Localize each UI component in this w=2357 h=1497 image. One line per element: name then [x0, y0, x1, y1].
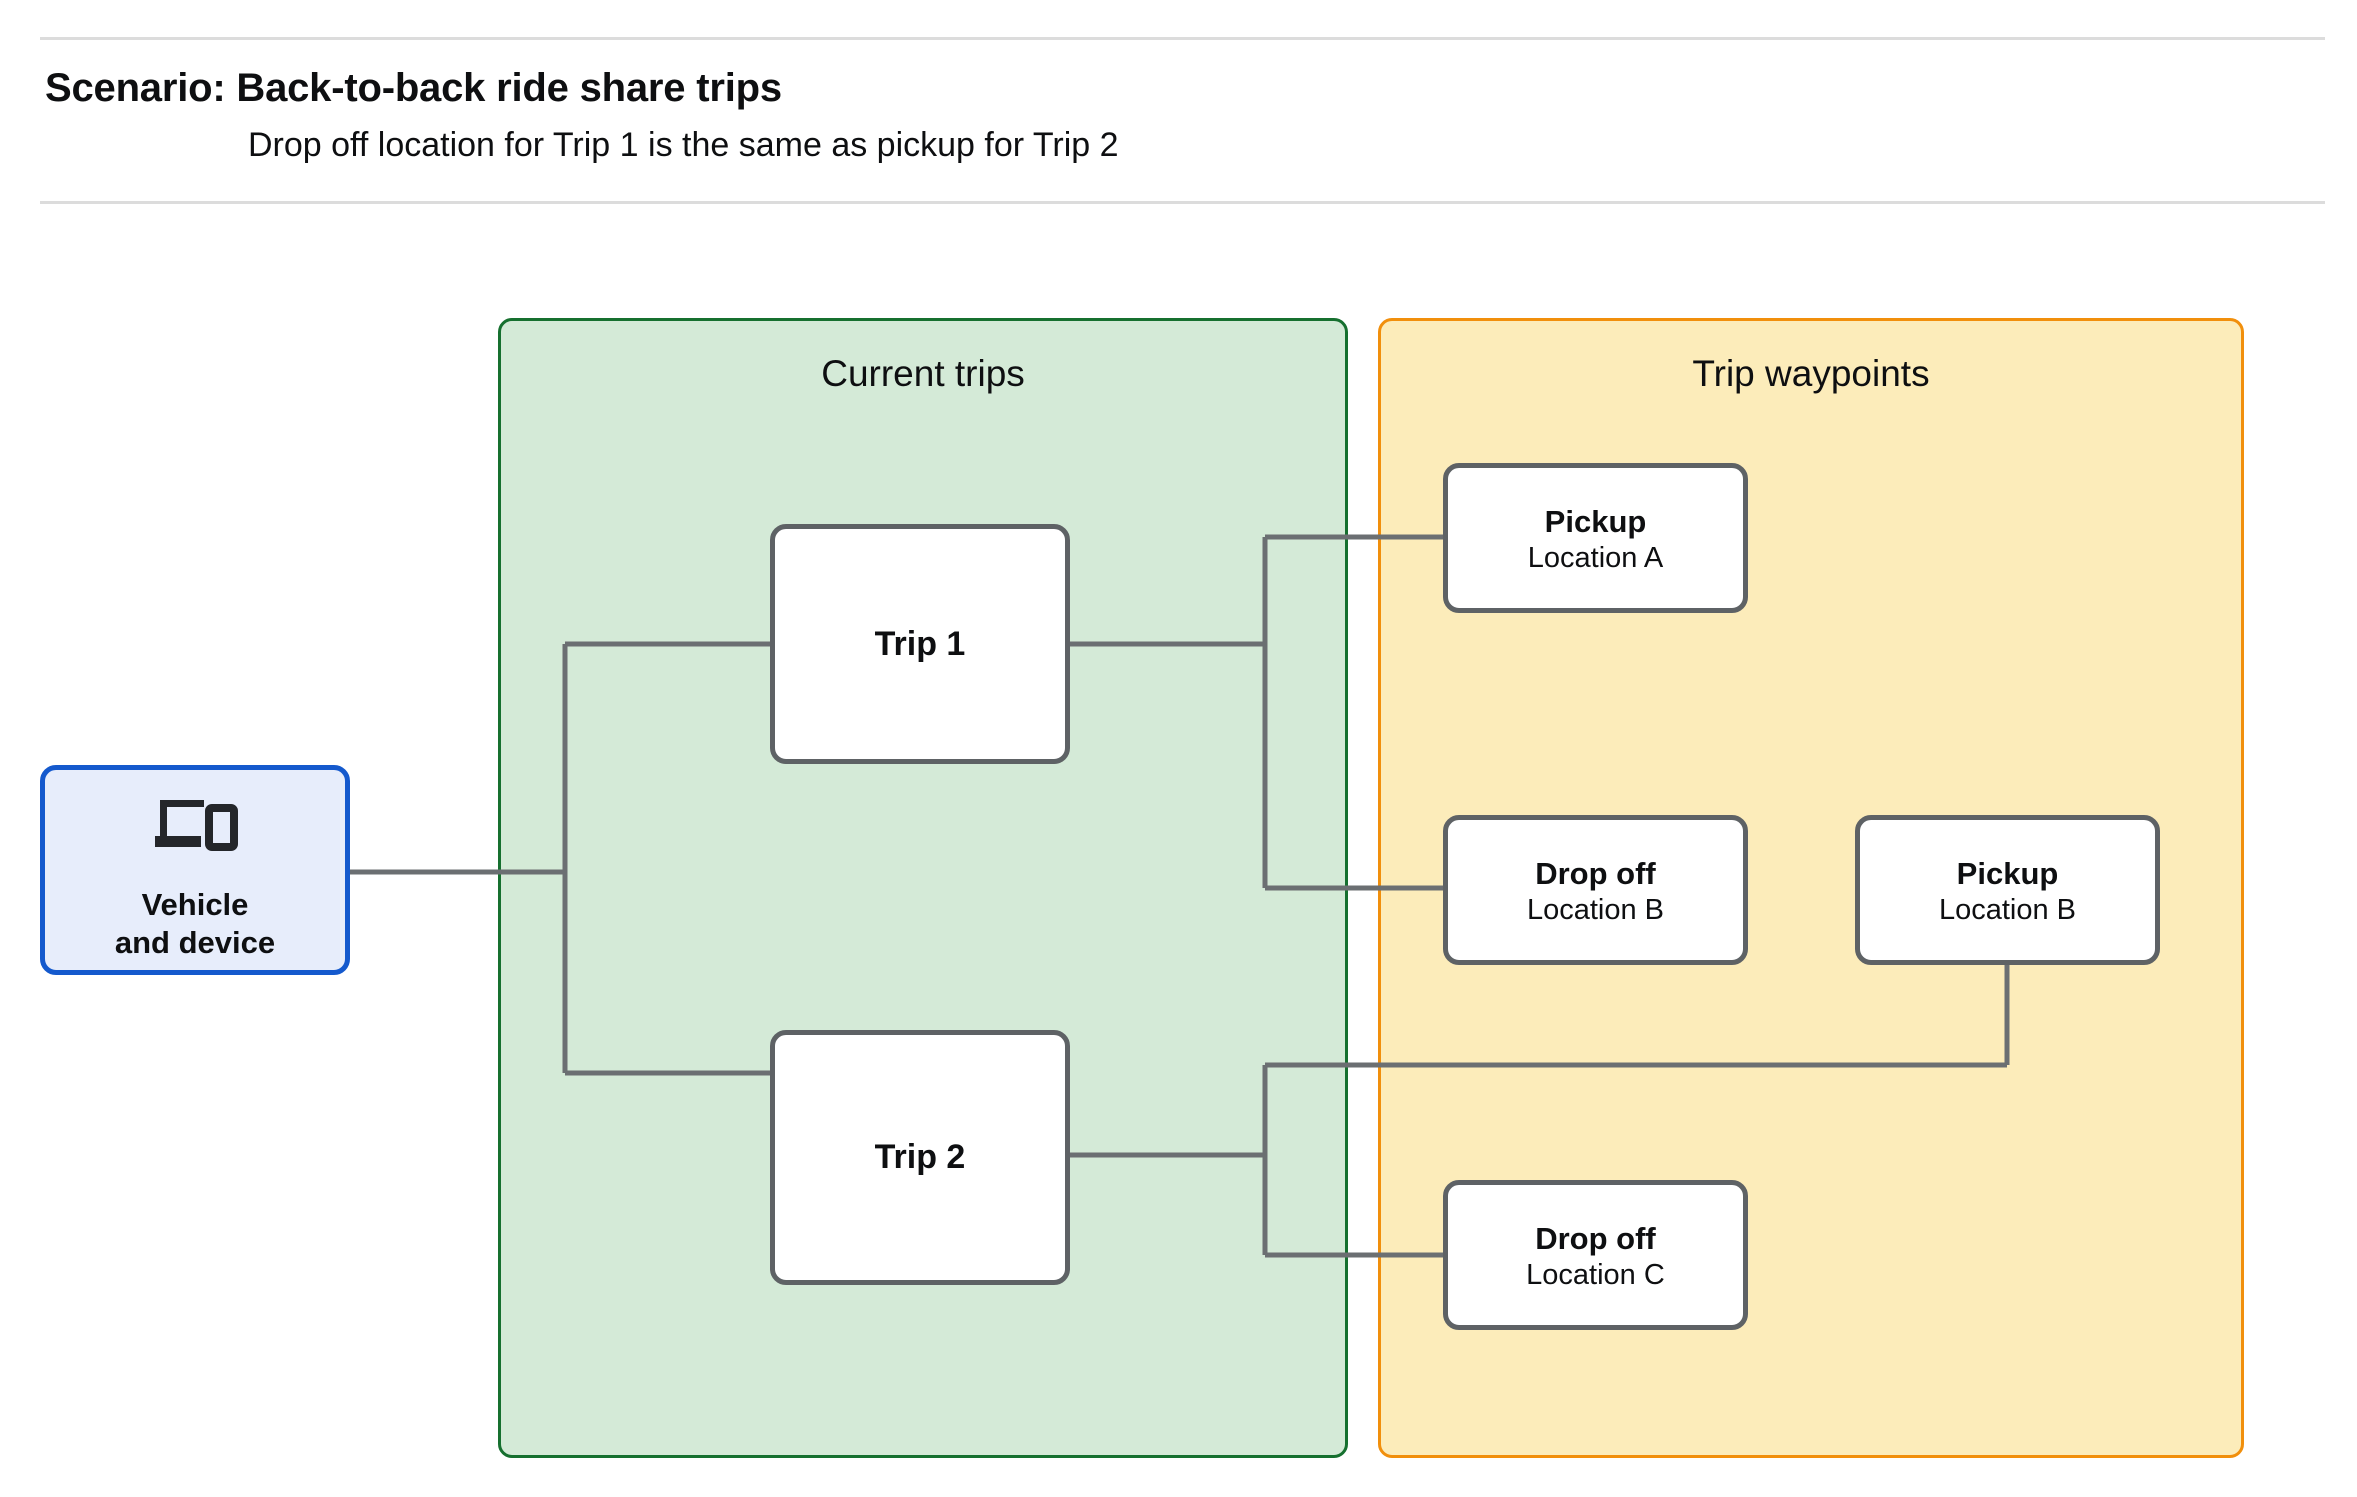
node-waypoint-pickup-a[interactable]: Pickup Location A: [1443, 463, 1748, 613]
waypoint-kind: Pickup: [1956, 856, 2059, 892]
waypoint-kind: Pickup: [1544, 504, 1647, 540]
vehicle-and-device-label: Vehicle and device: [114, 887, 276, 961]
waypoint-location: Location A: [1527, 541, 1664, 574]
trip-2-label: Trip 2: [874, 1138, 966, 1176]
node-trip-2[interactable]: Trip 2: [770, 1030, 1070, 1285]
node-waypoint-pickup-b[interactable]: Pickup Location B: [1855, 815, 2160, 965]
panel-trip-waypoints-title: Trip waypoints: [1692, 353, 1930, 394]
node-waypoint-dropoff-b[interactable]: Drop off Location B: [1443, 815, 1748, 965]
waypoint-location: Location B: [1938, 893, 2077, 926]
scenario-header: Scenario: Back-to-back ride share trips …: [0, 0, 2357, 205]
node-vehicle-and-device[interactable]: Vehicle and device: [40, 765, 350, 975]
panel-current-trips-title: Current trips: [821, 353, 1025, 394]
devices-icon: [155, 800, 238, 851]
waypoint-kind: Drop off: [1535, 856, 1656, 892]
page-title: Scenario: Back-to-back ride share trips: [45, 66, 782, 110]
waypoint-location: Location B: [1526, 893, 1665, 926]
header-divider-bottom: [40, 201, 2325, 204]
page-subtitle: Drop off location for Trip 1 is the same…: [248, 126, 1119, 164]
trip-1-label: Trip 1: [874, 624, 966, 663]
waypoint-kind: Drop off: [1535, 1221, 1656, 1257]
node-trip-1[interactable]: Trip 1: [770, 524, 1070, 764]
node-waypoint-dropoff-c[interactable]: Drop off Location C: [1443, 1180, 1748, 1330]
waypoint-location: Location C: [1526, 1258, 1665, 1291]
header-divider-top: [40, 37, 2325, 40]
